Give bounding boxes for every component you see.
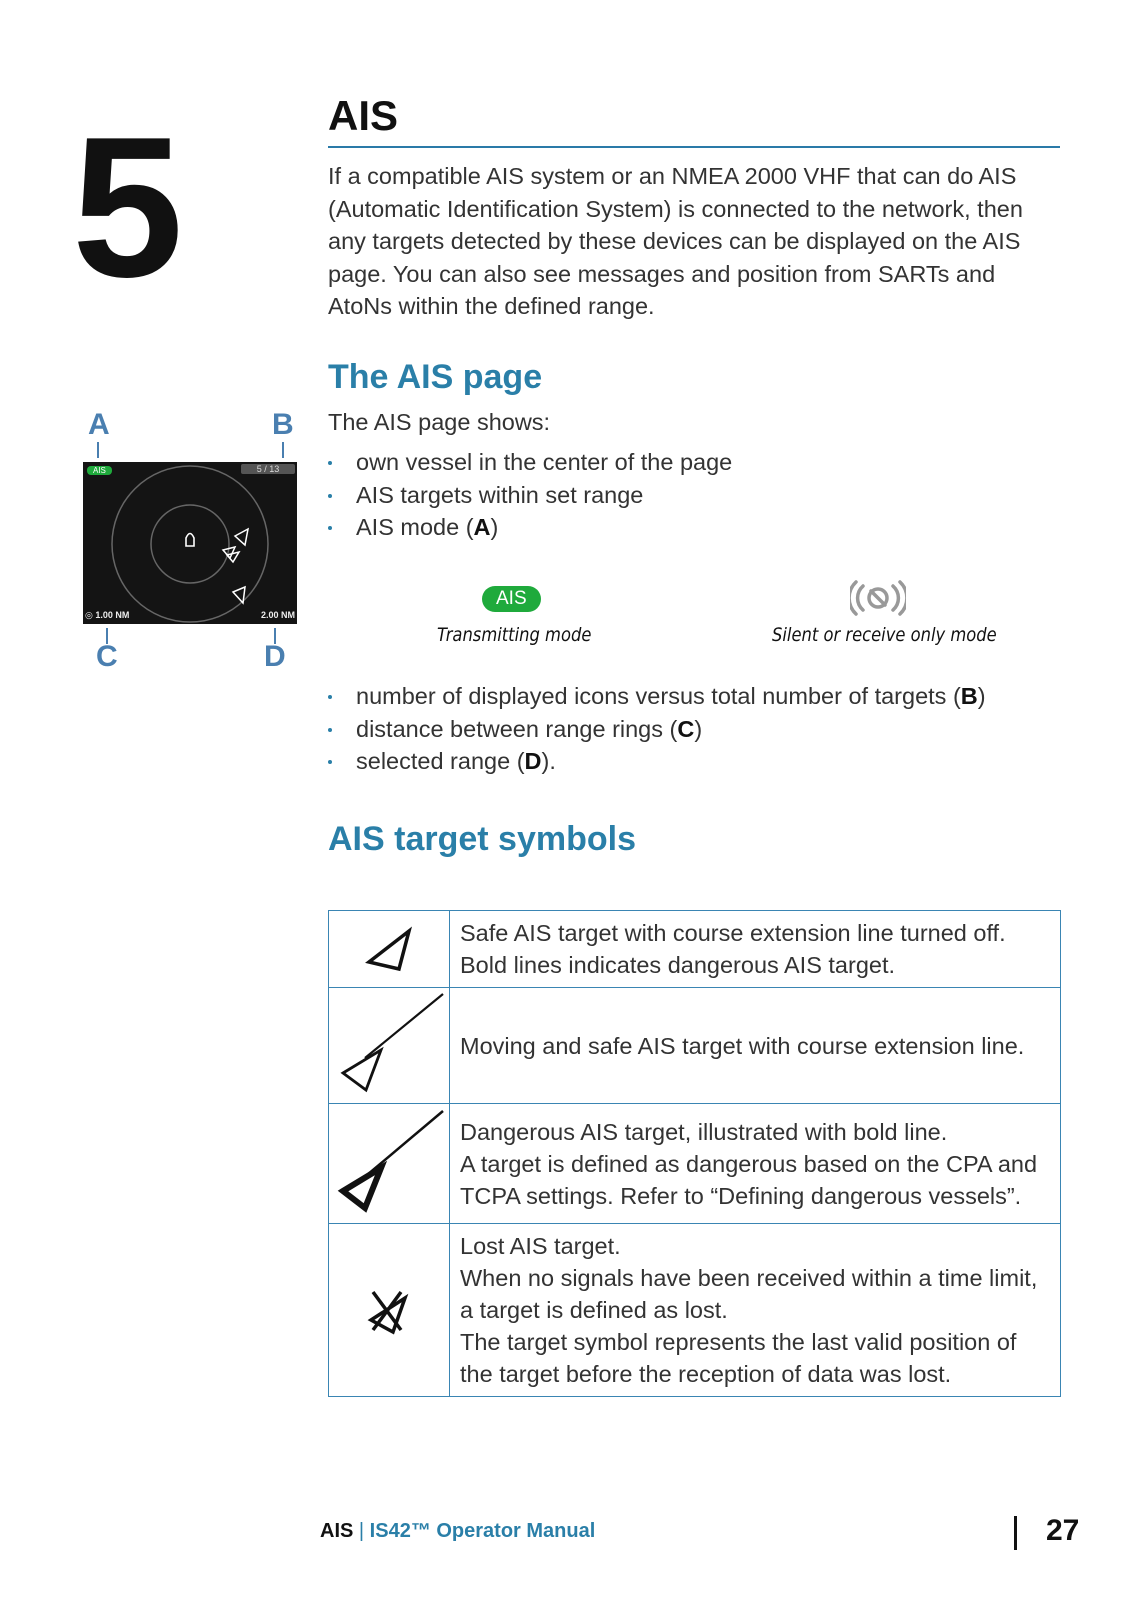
- callout-a-line: [97, 442, 99, 458]
- ring-distance-label: ◎ 1.00 NM: [85, 610, 130, 620]
- ais-page-bullets-a: own vessel in the center of the page AIS…: [326, 446, 1046, 544]
- list-item: AIS targets within set range: [326, 479, 1046, 512]
- symbols-heading: AIS target symbols: [328, 820, 636, 858]
- callout-c: C: [96, 640, 118, 673]
- footer-title: AIS | IS42™ Operator Manual: [320, 1520, 596, 1542]
- list-item: distance between range rings (C): [326, 713, 1046, 746]
- icon-cell: [328, 1103, 450, 1224]
- ais-screen: AIS 5 / 13 ◎ 1.00 NM 2.00 NM: [83, 462, 297, 624]
- list-item: own vessel in the center of the page: [326, 446, 1046, 479]
- safe-target-icon: [365, 925, 413, 971]
- page-title: AIS: [328, 92, 399, 139]
- callout-a: A: [88, 408, 110, 441]
- table-row: Dangerous AIS target, illustrated with b…: [328, 1103, 1061, 1224]
- silent-mode-caption: Silent or receive only mode: [772, 624, 997, 646]
- icon-cell: [328, 987, 450, 1104]
- callout-c-line: [106, 628, 108, 644]
- callout-d-line: [274, 628, 276, 644]
- list-item: number of displayed icons versus total n…: [326, 680, 1046, 713]
- symbols-table: Safe AIS target with course extension li…: [328, 910, 1061, 1397]
- ais-page-lead: The AIS page shows:: [328, 409, 551, 435]
- page-number-bar: [1014, 1516, 1017, 1550]
- ais-mode-badge: AIS: [87, 466, 112, 475]
- moving-target-icon: [340, 993, 444, 1093]
- desc-cell: Lost AIS target. When no signals have be…: [449, 1223, 1061, 1397]
- desc-cell: Dangerous AIS target, illustrated with b…: [449, 1103, 1061, 1224]
- chapter-number: 5: [72, 96, 183, 319]
- target-count: 5 / 13: [241, 464, 295, 474]
- table-row: Safe AIS target with course extension li…: [328, 910, 1061, 988]
- table-row: Moving and safe AIS target with course e…: [328, 987, 1061, 1104]
- table-row: Lost AIS target. When no signals have be…: [328, 1223, 1061, 1397]
- dangerous-target-icon: [337, 1110, 444, 1213]
- callout-b-line: [282, 442, 284, 458]
- page-number: 27: [1046, 1514, 1080, 1547]
- callout-d: D: [264, 640, 286, 673]
- icon-cell: [328, 910, 450, 988]
- list-item: selected range (D).: [326, 745, 1046, 778]
- transmitting-mode-icon: AIS: [482, 586, 541, 612]
- lost-target-icon: [367, 1290, 409, 1335]
- ais-page-heading: The AIS page: [328, 358, 543, 396]
- callout-b: B: [272, 408, 294, 441]
- icon-cell: [328, 1223, 450, 1397]
- intro-paragraph: If a compatible AIS system or an NMEA 20…: [328, 163, 1023, 319]
- list-item: AIS mode (A): [326, 511, 1046, 544]
- title-rule: [328, 146, 1060, 148]
- desc-cell: Safe AIS target with course extension li…: [449, 910, 1061, 988]
- desc-cell: Moving and safe AIS target with course e…: [449, 987, 1061, 1104]
- ais-radar: [111, 465, 269, 623]
- ais-page-bullets-b: number of displayed icons versus total n…: [326, 680, 1046, 778]
- range-label: 2.00 NM: [260, 610, 295, 620]
- transmitting-mode-caption: Transmitting mode: [437, 624, 592, 646]
- silent-mode-icon: [847, 580, 909, 621]
